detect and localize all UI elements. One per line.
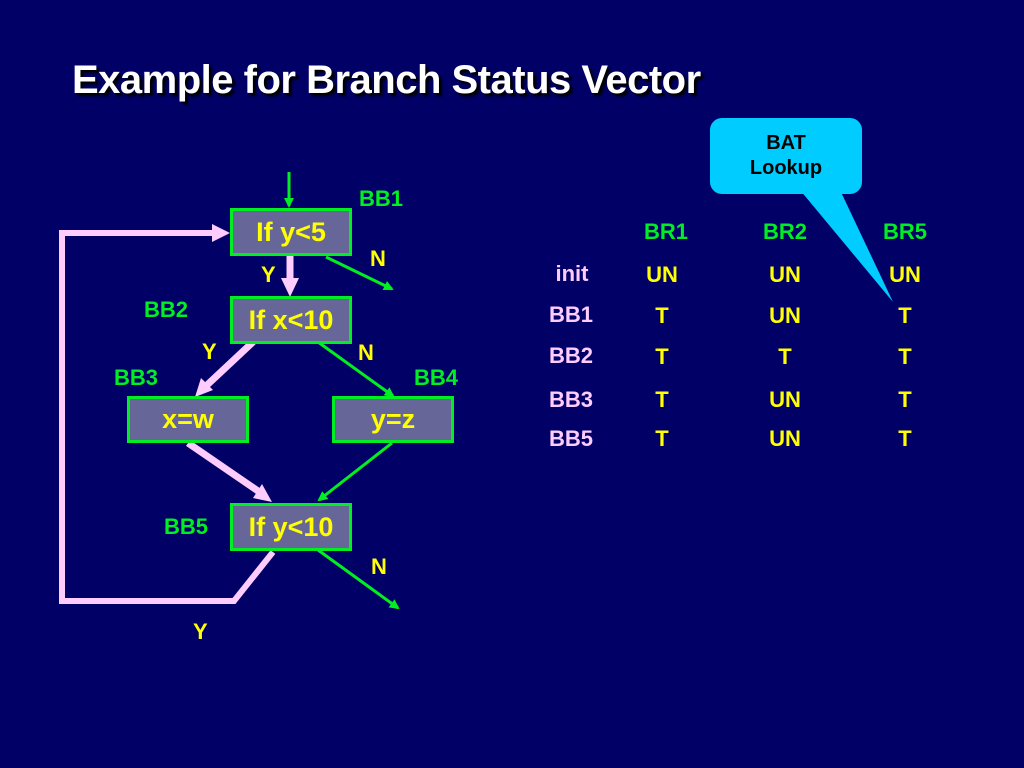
callout-line-1: BAT	[766, 132, 806, 154]
cell-bb3-br1: T	[655, 387, 669, 412]
callout-pointer	[800, 190, 893, 302]
cell-init-br5: UN	[889, 262, 921, 287]
node-bb2: If x<10	[230, 296, 352, 344]
column-header-br5: BR5	[882, 219, 927, 244]
edge-bb1-bb2-taken	[281, 256, 299, 297]
edge-label-bb5-y: Y	[193, 619, 208, 644]
row-label-bb5: BB5	[548, 426, 593, 451]
cell-bb5-br5: T	[898, 426, 912, 451]
edge-bb3-bb5-taken	[186, 440, 272, 502]
column-header-br1: BR1	[643, 219, 688, 244]
bat-lookup-callout: BAT Lookup	[710, 118, 862, 194]
cell-bb5-br2: UN	[769, 426, 801, 451]
cell-bb3-br2: UN	[769, 387, 801, 412]
edge-bb5-bb1-loop-taken	[59, 224, 276, 604]
cell-bb3-br5: T	[898, 387, 912, 412]
row-label-init: init	[555, 261, 589, 286]
edge-bb4-bb5-not-taken	[317, 441, 393, 502]
edge-bb2-bb3-taken	[195, 338, 257, 397]
cell-bb2-br1: T	[655, 344, 669, 369]
row-label-bb3: BB3	[548, 387, 593, 412]
cell-bb1-br2: UN	[769, 303, 801, 328]
edge-label-bb2-n: N	[358, 340, 374, 365]
edge-label-bb5-n: N	[371, 554, 387, 579]
node-bb4: y=z	[332, 396, 454, 443]
edge-label-bb2-y: Y	[202, 339, 217, 364]
column-header-br2: BR2	[762, 219, 807, 244]
label-bb3: BB3	[114, 365, 159, 390]
edge-label-bb1-n: N	[370, 246, 386, 271]
cell-bb1-br5: T	[898, 303, 912, 328]
cell-init-br2: UN	[769, 262, 801, 287]
row-label-bb1: BB1	[548, 302, 593, 327]
cell-bb1-br1: T	[655, 303, 669, 328]
label-bb5: BB5	[164, 514, 209, 539]
edge-label-bb1-y: Y	[261, 262, 276, 287]
label-bb4: BB4	[414, 365, 459, 390]
node-bb1: If y<5	[230, 208, 352, 256]
label-bb1: BB1	[359, 186, 404, 211]
label-bb2: BB2	[144, 297, 189, 322]
cell-init-br1: UN	[646, 262, 678, 287]
cell-bb2-br5: T	[898, 344, 912, 369]
node-bb5: If y<10	[230, 503, 352, 551]
row-label-bb2: BB2	[548, 343, 593, 368]
edge-bb5-exit-not-taken	[317, 548, 400, 610]
cell-bb5-br1: T	[655, 426, 669, 451]
callout-line-2: Lookup	[749, 157, 823, 179]
node-bb3: x=w	[127, 396, 249, 443]
edge-bb1-exit-not-taken	[325, 255, 394, 291]
slide-title: Example for Branch Status Vector	[72, 58, 701, 102]
cell-bb2-br2: T	[778, 344, 792, 369]
edge-bb2-bb4-not-taken	[317, 340, 395, 398]
